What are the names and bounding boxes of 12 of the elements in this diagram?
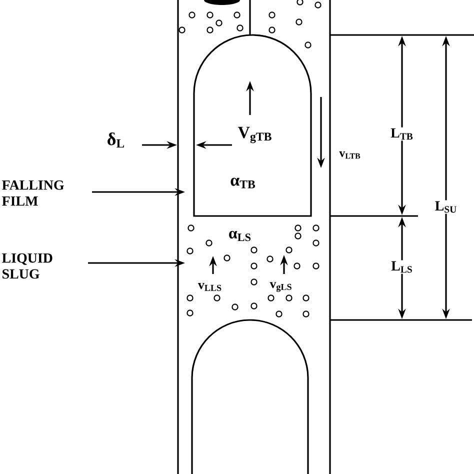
thickness-symbol: δ$_{L}$ xyxy=(108,132,124,148)
callout-text: LIQUID SLUG xyxy=(2,253,52,279)
void-fraction-label: α$_{TB}$ xyxy=(230,178,256,188)
velocity-label: v$_{LTB}$ xyxy=(339,151,360,159)
velocity-label: v$_{LLS}$ xyxy=(198,283,222,291)
length-label: L$_{LS}$ xyxy=(390,260,414,274)
void-fraction-label: α$_{LS}$ xyxy=(229,230,251,242)
length-label: L$_{TB}$ xyxy=(390,127,414,141)
length-label: L$_{SU}$ xyxy=(434,200,458,214)
velocity-label: V$_{gTB}$ xyxy=(238,126,272,144)
velocity-label: v$_{gLS}$ xyxy=(270,282,292,292)
callout-text: FALLING FILM xyxy=(2,180,64,206)
